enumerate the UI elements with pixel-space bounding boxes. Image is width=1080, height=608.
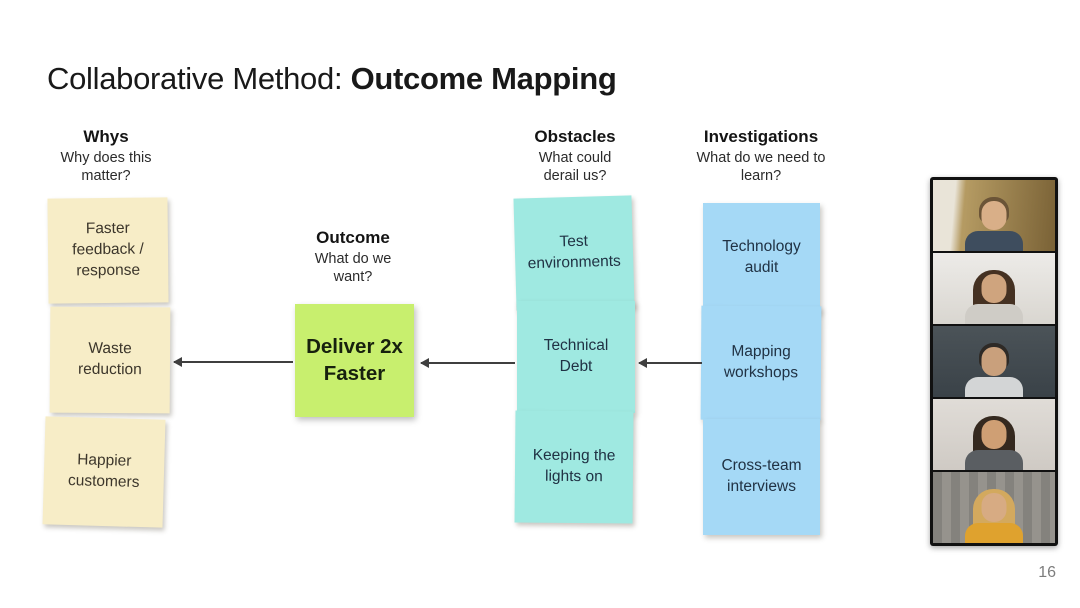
video-tile-participant-2[interactable] (933, 253, 1055, 324)
video-tile-participant-5[interactable] (933, 472, 1055, 543)
sticky-note-waste-reduction: Waste reduction (49, 306, 171, 414)
head-shape (981, 420, 1007, 449)
torso-shape (965, 304, 1023, 324)
head-shape (981, 347, 1007, 376)
outcome-title: Outcome (316, 228, 390, 247)
sticky-note-technology-audit: Technology audit (703, 203, 820, 313)
slide-title-bold: Outcome Mapping (350, 60, 617, 96)
whys-subtitle: Why does this matter? (60, 150, 152, 185)
column-header-investigations: Investigations What do we need to learn? (671, 127, 851, 186)
person-silhouette (933, 337, 1055, 397)
sticky-note-happier-customers: Happier customers (42, 416, 166, 528)
whys-title: Whys (83, 127, 129, 146)
video-tile-participant-4[interactable] (933, 399, 1055, 470)
person-silhouette (933, 410, 1055, 470)
sticky-note-technical-debt: Technical Debt (517, 301, 635, 413)
arrow-outcome-to-whys (173, 357, 293, 366)
arrow-investigations-to-obstacles (638, 358, 702, 367)
column-header-outcome: Outcome What do we want? (273, 228, 433, 287)
sticky-note-faster-feedback: Faster feedback / response (47, 197, 169, 304)
sticky-note-keeping-lights-on: Keeping the lights on (514, 410, 634, 524)
investigations-title: Investigations (703, 127, 819, 146)
obstacles-subtitle: What could derail us? (538, 150, 612, 185)
torso-shape (965, 523, 1023, 543)
page-number: 16 (1038, 564, 1056, 581)
torso-shape (965, 450, 1023, 470)
torso-shape (965, 377, 1023, 397)
slide-title-regular: Collaborative Method: (47, 60, 351, 96)
arrow-obstacles-to-outcome (420, 358, 515, 367)
sticky-note-cross-team-interviews: Cross-team interviews (703, 419, 820, 535)
sticky-note-test-environments: Test environments (513, 195, 635, 311)
investigations-subtitle: What do we need to learn? (696, 150, 826, 185)
head-shape (981, 274, 1007, 303)
slide-title: Collaborative Method: Outcome Mapping (47, 60, 617, 97)
obstacles-title: Obstacles (534, 127, 616, 146)
video-tile-participant-1[interactable] (933, 180, 1055, 251)
person-silhouette (933, 191, 1055, 251)
person-silhouette (933, 483, 1055, 543)
column-header-obstacles: Obstacles What could derail us? (494, 127, 656, 186)
video-tile-participant-3[interactable] (933, 326, 1055, 397)
outcome-subtitle: What do we want? (314, 251, 392, 286)
sticky-note-deliver-2x-faster: Deliver 2x Faster (295, 304, 414, 417)
torso-shape (965, 231, 1023, 251)
person-silhouette (933, 264, 1055, 324)
column-header-whys: Whys Why does this matter? (26, 127, 186, 186)
video-call-strip (930, 177, 1058, 546)
sticky-note-mapping-workshops: Mapping workshops (700, 305, 822, 421)
head-shape (981, 201, 1007, 230)
head-shape (981, 493, 1007, 522)
